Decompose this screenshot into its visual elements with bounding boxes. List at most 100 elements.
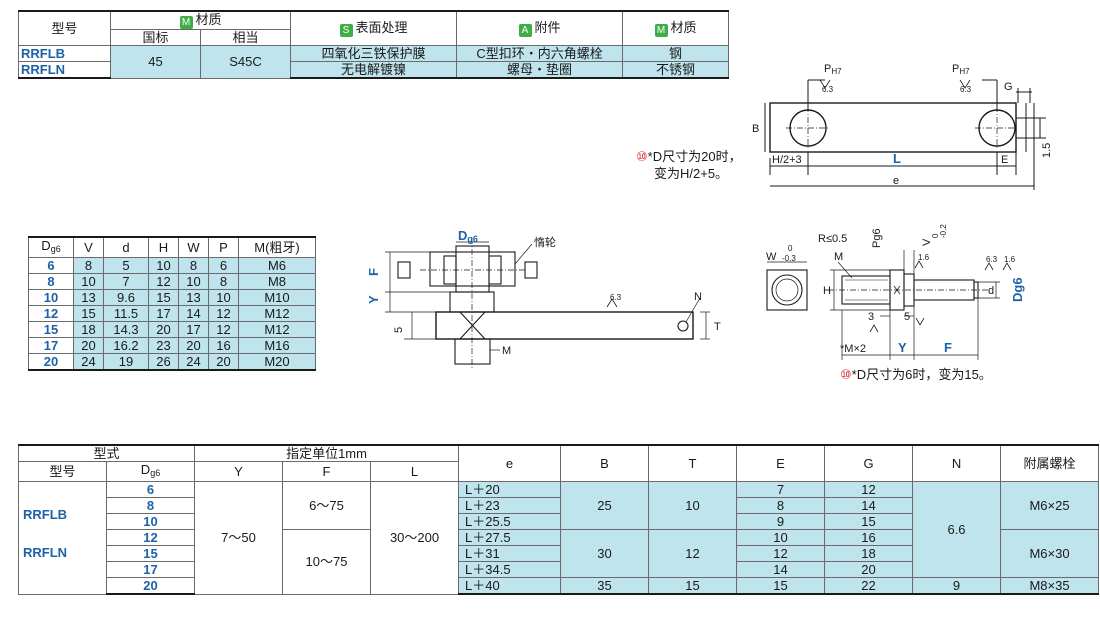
dim-15-label: 1.5 xyxy=(1041,143,1053,158)
m-value: M16 xyxy=(238,337,316,354)
p-header: P xyxy=(208,236,239,258)
g-value: 22 xyxy=(824,577,914,595)
note-marker: ⑩ xyxy=(636,149,648,164)
h-value: 26 xyxy=(148,353,179,371)
e-value: L＋40 xyxy=(458,577,562,595)
h-value: 12 xyxy=(148,273,179,290)
v-value: 20 xyxy=(73,337,104,354)
e-cap-value: 7 xyxy=(736,481,826,498)
d-value: 10 xyxy=(28,289,74,306)
t-header: T xyxy=(648,444,738,482)
e-cap-value: 10 xyxy=(736,529,826,546)
g-value: 18 xyxy=(824,545,914,562)
e-value: L＋23 xyxy=(458,497,562,514)
model-header: 型号 xyxy=(18,10,111,46)
roughness-label: 6.3 xyxy=(822,85,834,94)
accessory-value: C型扣环・内六角螺栓 xyxy=(456,45,624,62)
e-cap-value: 9 xyxy=(736,513,826,530)
h-value: 20 xyxy=(148,321,179,338)
equiv-value: S45C xyxy=(199,45,292,79)
h-value: 17 xyxy=(148,305,179,322)
five-label: 5 xyxy=(393,327,405,333)
g-header: G xyxy=(824,444,914,482)
material2-value: 不锈钢 xyxy=(622,61,730,79)
d-value: 10 xyxy=(105,513,196,530)
m-header: M(粗牙) xyxy=(238,236,316,258)
dg6-label: Dg6 xyxy=(458,228,478,244)
n-value: 9 xyxy=(912,577,1002,595)
surface-value: 四氧化三铁保护膜 xyxy=(290,45,458,62)
idler-label: 惰轮 xyxy=(534,235,556,249)
b-header: B xyxy=(560,444,650,482)
d-label: d xyxy=(988,285,994,297)
f-range-2: 10～75 xyxy=(282,529,372,595)
p-value: 10 xyxy=(208,289,239,306)
v-value: 18 xyxy=(73,321,104,338)
t-value: 10 xyxy=(648,481,738,530)
d-small-value: 16.2 xyxy=(103,337,149,354)
material2-value: 钢 xyxy=(622,45,730,62)
mx2-label: *M×2 xyxy=(840,343,866,355)
v-tol-lower: -0.2 xyxy=(939,224,948,238)
w-value: 8 xyxy=(178,257,209,274)
p-value: 6 xyxy=(208,257,239,274)
v-tol-upper: 0 xyxy=(931,233,940,238)
d-small-value: 19 xyxy=(103,353,149,371)
p2-label: PH7 xyxy=(952,63,970,76)
d-value: 17 xyxy=(105,561,196,578)
h-value: 10 xyxy=(148,257,179,274)
w-tol-lower: -0.3 xyxy=(782,254,796,263)
l-header: L xyxy=(370,461,460,482)
bolt-header: 附属螺栓 xyxy=(1000,444,1100,482)
d-value: 8 xyxy=(105,497,196,514)
y-label: Y xyxy=(898,340,907,355)
l-label: L xyxy=(893,151,901,166)
d-value: 20 xyxy=(105,577,196,595)
model-cell: RRFLB RRFLN xyxy=(18,481,107,595)
model-header: 型号 xyxy=(18,461,107,482)
d-small-value: 11.5 xyxy=(103,305,149,322)
e-header: e xyxy=(458,444,562,482)
roughness-label: 1.6 xyxy=(918,253,930,262)
y-header: Y xyxy=(194,461,284,482)
v-label: V xyxy=(921,238,933,246)
roughness-label: 6.3 xyxy=(960,85,972,94)
m-value: M12 xyxy=(238,321,316,338)
e-cap-value: 12 xyxy=(736,545,826,562)
accessory-badge: A xyxy=(518,24,532,37)
gb-header: 国标 xyxy=(110,29,201,46)
model-rrfln: RRFLN xyxy=(23,544,68,560)
equiv-header: 相当 xyxy=(199,29,292,46)
d-value: 12 xyxy=(105,529,196,546)
g-value: 16 xyxy=(824,529,914,546)
e-value: L＋20 xyxy=(458,481,562,498)
roughness-label: 6.3 xyxy=(610,293,622,302)
model-rrfln: RRFLN xyxy=(18,61,111,79)
e-cap-label: E xyxy=(1001,154,1008,166)
w-tol-upper: 0 xyxy=(788,244,793,253)
m-value: M20 xyxy=(238,353,316,371)
t-label: T xyxy=(714,321,721,333)
type-group-header: 型式 xyxy=(17,444,196,462)
p-value: 8 xyxy=(208,273,239,290)
model-rrflb: RRFLB xyxy=(23,506,68,522)
five-label: 5 xyxy=(904,311,910,323)
note-marker: ⑩ xyxy=(840,367,852,382)
n-label: N xyxy=(694,291,702,303)
r-label: R≤0.5 xyxy=(818,233,847,245)
h-header: H xyxy=(148,236,179,258)
material2-badge: M xyxy=(654,24,668,37)
model-rrflb: RRFLB xyxy=(18,45,111,62)
bolt-value: M8×35 xyxy=(1000,577,1100,595)
accessory-value: 螺母・垫圈 xyxy=(456,61,624,79)
e-cap-value: 8 xyxy=(736,497,826,514)
d-value: 20 xyxy=(28,353,74,371)
gb-value: 45 xyxy=(110,45,201,79)
n-header: N xyxy=(912,444,1002,482)
d-value: 6 xyxy=(105,481,196,498)
g-value: 20 xyxy=(824,561,914,578)
